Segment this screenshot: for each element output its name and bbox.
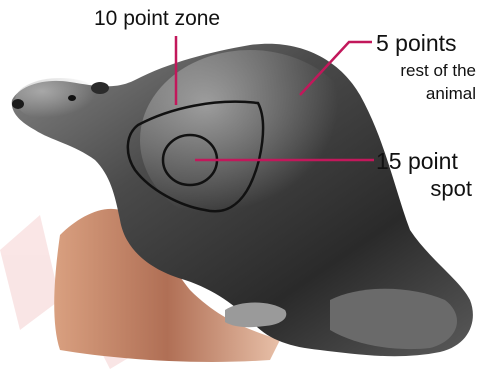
fur-highlight-head	[15, 78, 105, 122]
five-points-sub-line1: rest of the	[380, 61, 476, 81]
nose	[12, 99, 24, 109]
five-points-label: 5 points	[376, 30, 457, 57]
fifteen-point-label: 15 point	[376, 148, 458, 175]
ear	[91, 82, 109, 94]
fifteen-point-sub-line: spot	[376, 176, 472, 202]
five-points-sub-line2: animal	[380, 84, 476, 104]
front-paw	[225, 303, 286, 328]
ten-point-zone-label: 10 point zone	[94, 7, 220, 31]
eye	[68, 95, 76, 101]
